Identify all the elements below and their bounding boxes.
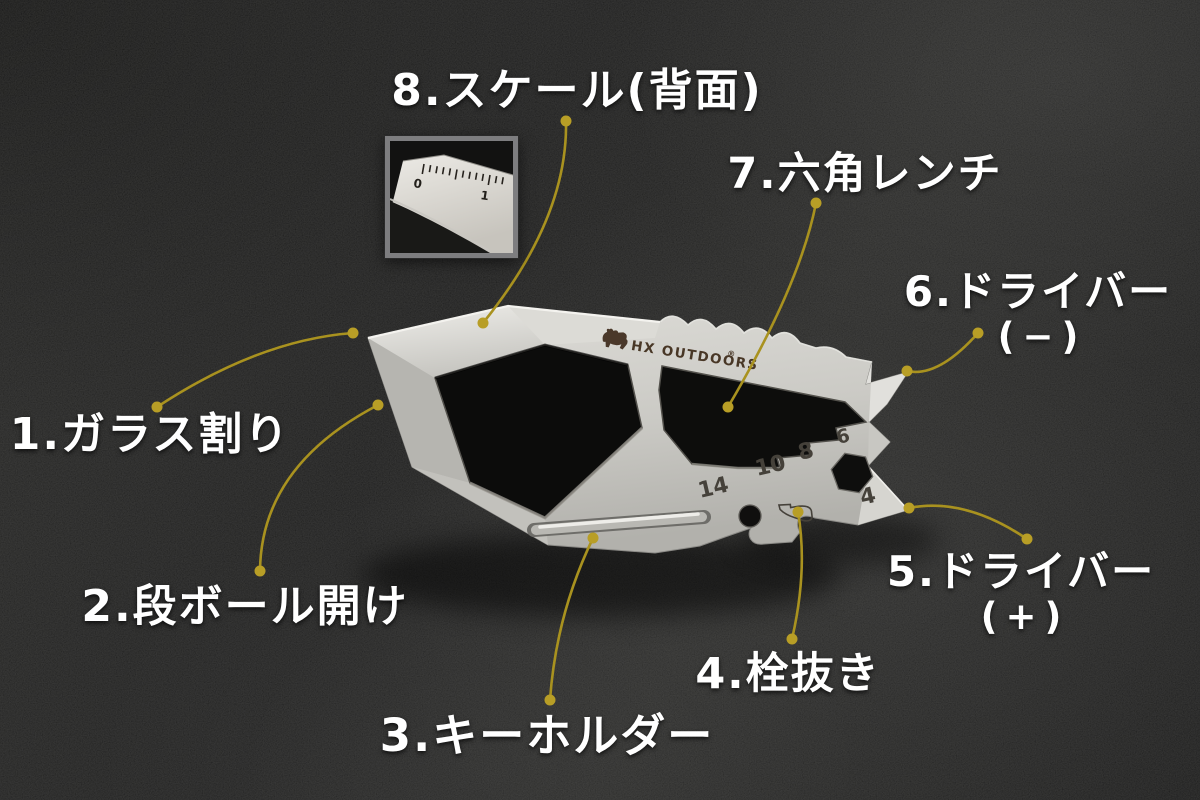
brand-reg-mark: ® <box>727 349 738 359</box>
hex-nut-hole <box>830 452 874 494</box>
wedge-left-face <box>368 338 470 483</box>
ruler-detail-inset: 0 1 <box>385 136 518 258</box>
ruler-detail-graphic: 0 1 <box>390 141 513 253</box>
hex-hole-inner-shadow <box>434 343 629 380</box>
ruler-tick-label-0: 0 <box>413 176 423 191</box>
label-6-line1: 6.ドライバー <box>903 267 1173 316</box>
ruler-ticks <box>421 163 504 186</box>
top-edge-highlight <box>367 304 661 340</box>
leader-dots <box>151 115 1033 706</box>
label-4-bottle-opener: 4.栓抜き <box>695 649 881 699</box>
label-8-scale: 8.スケール(背面) <box>391 65 763 116</box>
ruler-tick-label-1: 1 <box>480 188 490 203</box>
leader-line-8-scale <box>481 120 568 324</box>
hex-hole-inner-light <box>469 426 644 520</box>
spur-facet <box>868 422 890 466</box>
label-5-line2: (+) <box>980 595 1070 639</box>
bull-logo-icon <box>602 328 628 350</box>
leader-line-6-flat-driver <box>906 332 979 374</box>
key-ring-rod <box>527 510 711 537</box>
wrench-size-6: 6 <box>834 424 852 448</box>
wrench-opening <box>658 365 868 469</box>
wedge-bottom-face <box>412 467 548 545</box>
wedge-top-face <box>368 306 545 378</box>
wrench-size-8: 8 <box>796 438 817 466</box>
label-5-line1: 5.ドライバー <box>886 547 1156 596</box>
label-6-line2: (−) <box>997 315 1087 359</box>
inset-shadow-facet <box>390 201 490 253</box>
leader-line-4-bottle-opener <box>790 511 804 640</box>
leader-line-3-key-holder <box>548 537 595 701</box>
label-5-phillips-driver: 5.ドライバー (+) <box>886 547 1156 639</box>
leader-line-7-hex-wrench <box>726 202 818 408</box>
flat-driver-facet <box>866 362 908 422</box>
label-1-glass-breaker: 1.ガラス割り <box>9 409 291 460</box>
serration-highlight <box>659 315 873 363</box>
leader-lines <box>156 120 1028 701</box>
leader-line-1-glass-breaker <box>156 331 354 409</box>
tip-edge-highlight <box>867 465 909 511</box>
label-2-cardboard-opener: 2.段ボール開け <box>81 581 409 632</box>
phillips-driver-facet <box>858 466 908 525</box>
lanyard-hole <box>738 504 762 528</box>
label-6-flat-driver: 6.ドライバー (−) <box>903 267 1173 359</box>
label-7-hex-wrench: 7.六角レンチ <box>727 149 1003 199</box>
wrench-size-4: 4 <box>858 483 879 511</box>
bottle-icon <box>777 503 813 522</box>
leader-line-2-cardboard-opener <box>258 403 379 572</box>
multitool-illustration: 14 10 8 6 4 HX OUTDOORS ® <box>367 304 910 554</box>
leader-line-5-phillips-driver <box>908 504 1028 541</box>
wrench-opening-inner-light <box>691 462 780 470</box>
label-3-key-holder: 3.キーホルダー <box>379 709 715 762</box>
